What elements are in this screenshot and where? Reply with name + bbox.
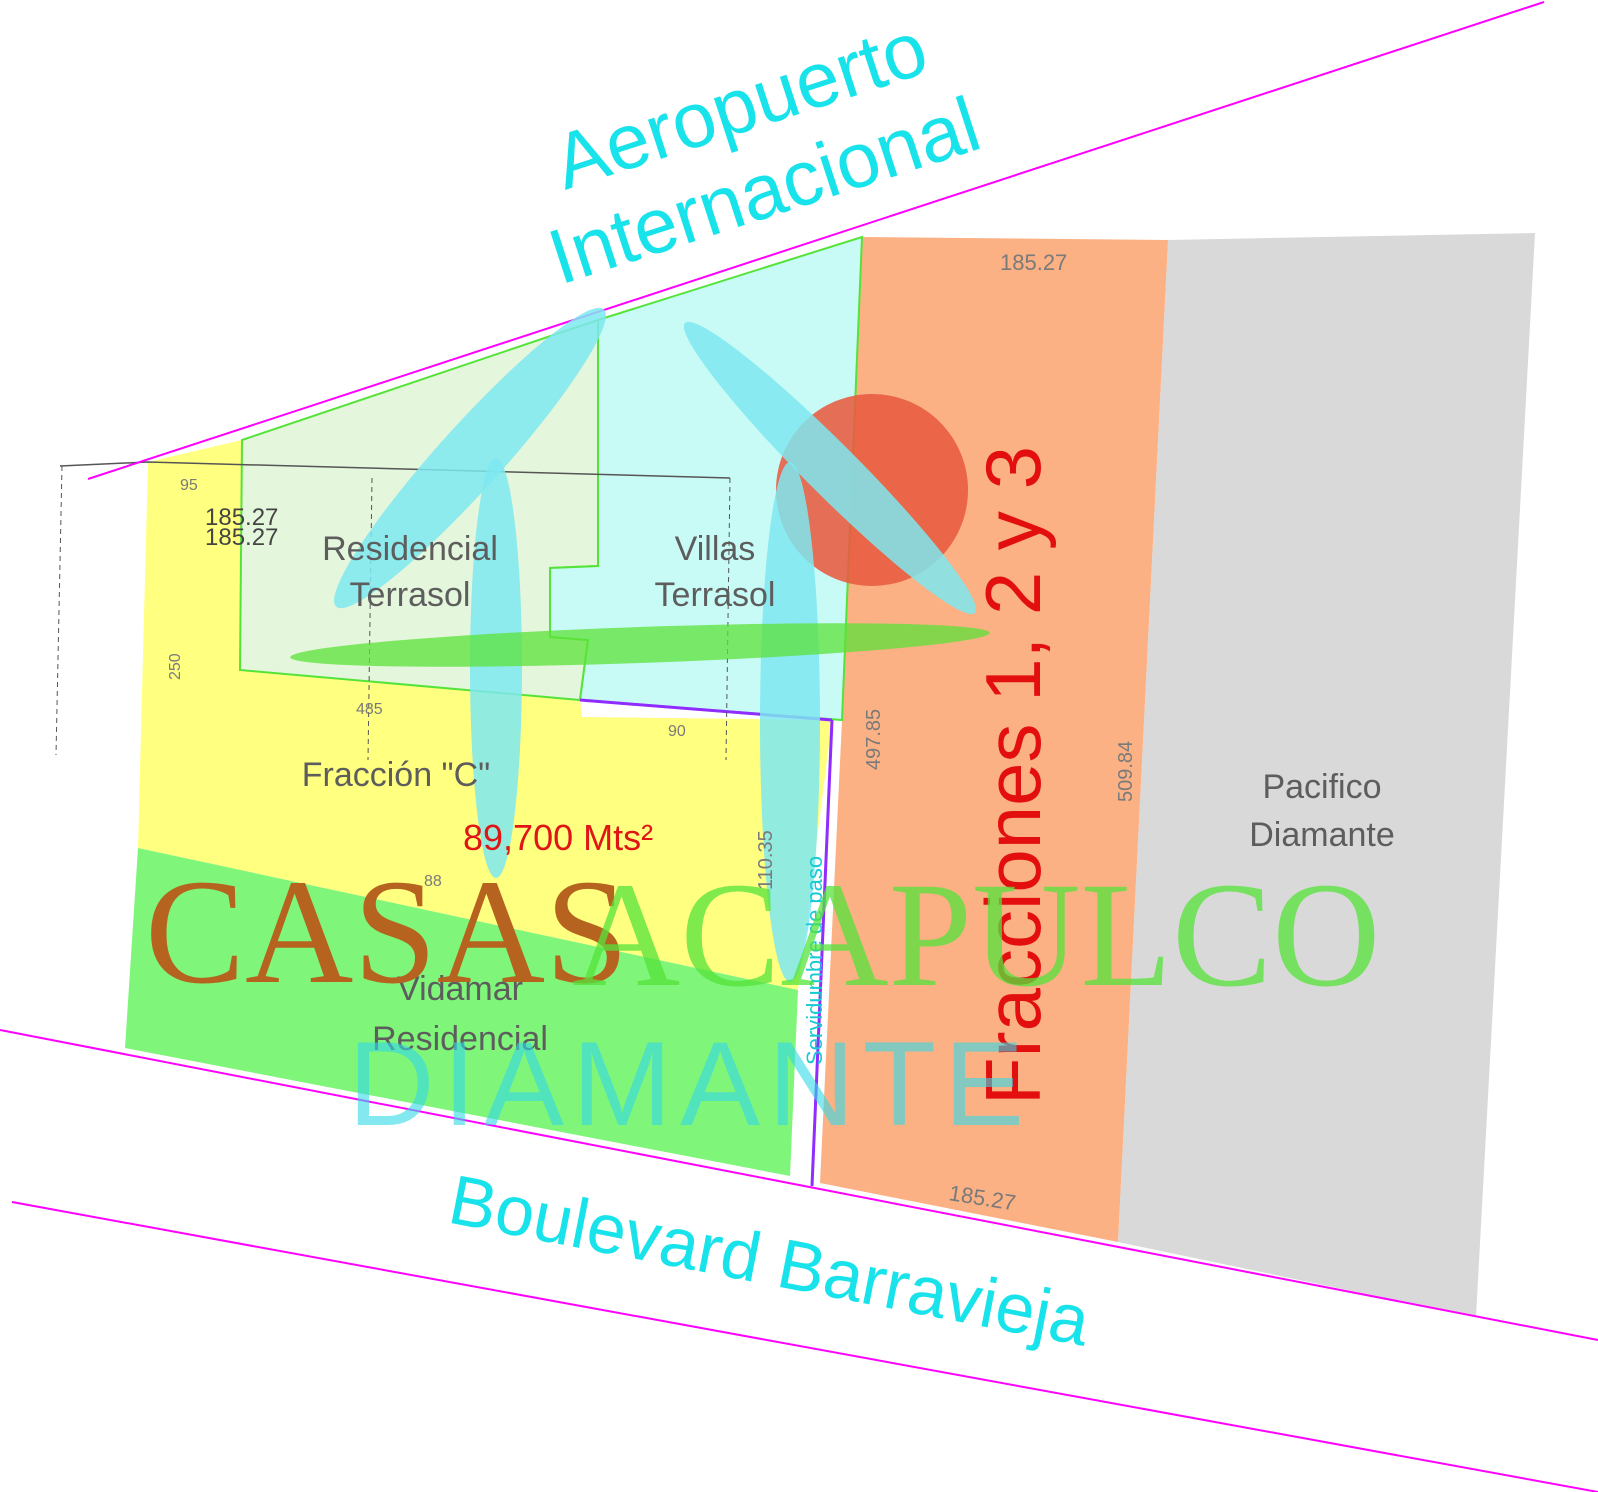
logo-roof-left	[334, 307, 606, 609]
villas-terrasol-label-1: Villas	[675, 530, 756, 568]
logo-swoosh	[290, 623, 990, 667]
measurement-yellow-2: 90	[668, 723, 686, 740]
measurement-yellow-5: 88	[424, 873, 442, 890]
pacifico-diamante-label-1: Pacifico	[1262, 768, 1381, 806]
logo-pillar-left	[470, 458, 522, 878]
measurement-yellow-1: 485	[356, 701, 383, 718]
reference-line-left	[55, 465, 63, 756]
reference-line-mid	[367, 477, 373, 761]
measurement-yellow-4: 95	[180, 477, 198, 494]
reference-line-top	[59, 461, 731, 479]
measurement-yellow-right: 110.35	[755, 830, 777, 890]
logo-pillar-right	[760, 462, 820, 982]
pacifico-diamante-zone	[1118, 233, 1535, 1317]
residencial-terrasol-label-2: Terrasol	[350, 576, 471, 614]
servidumbre-label: Servidumbre de paso	[802, 856, 827, 1065]
vidamar-residencial-zone	[125, 848, 798, 1176]
measurement-top-orange: 185.27	[1000, 250, 1067, 275]
measurement-left-orange: 497.85	[863, 709, 885, 770]
road-line-airport	[87, 1, 1545, 480]
villas-terrasol-label-2: Terrasol	[655, 576, 776, 614]
measurement-top-left-a: 185.27	[205, 504, 278, 531]
measurement-top-left-b: 185.27	[205, 524, 278, 551]
watermark-acapulco: ACAPULCO	[572, 852, 1380, 1018]
measurement-yellow-3: 250	[167, 653, 184, 680]
pacifico-diamante-label-2: Diamante	[1249, 816, 1395, 854]
logo-roof-right	[683, 321, 977, 615]
vidamar-label-2: Residencial	[372, 1020, 548, 1058]
road-line-boulevard-lower	[11, 1201, 1598, 1492]
watermark-diamante: DIAMANTE	[348, 1017, 1032, 1151]
servidumbre-corridor	[810, 719, 834, 1187]
reference-line-right	[725, 477, 731, 761]
vidamar-label-1: Vidamar	[397, 970, 523, 1008]
fraccion-c-area: 89,700 Mts²	[463, 817, 653, 858]
fracciones-label: Fracciones 1, 2 y 3	[969, 446, 1057, 1105]
road-line-boulevard-upper	[0, 1029, 1598, 1341]
measurement-right-orange: 509.84	[1115, 741, 1137, 802]
residencial-terrasol-label-1: Residencial	[322, 530, 498, 568]
fraccion-c-label: Fracción "C"	[302, 756, 491, 794]
watermark-casas: CASAS	[145, 849, 629, 1015]
